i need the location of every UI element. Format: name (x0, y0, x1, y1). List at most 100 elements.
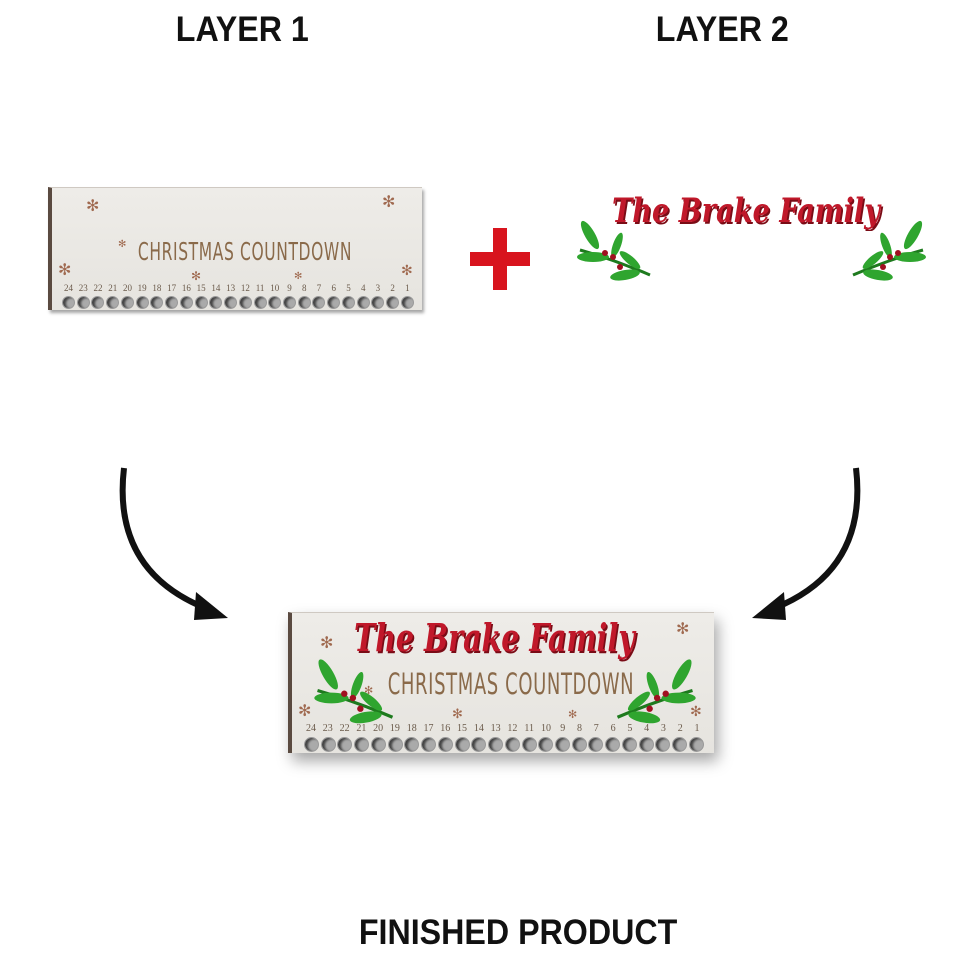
day-number: 15 (196, 283, 206, 293)
candy-hole (571, 737, 587, 752)
candy-hole (504, 737, 520, 752)
day-number: 12 (507, 723, 518, 734)
day-number: 3 (375, 283, 381, 293)
day-number: 5 (627, 723, 633, 734)
countdown-text: CHRISTMAS COUNTDOWN (387, 667, 635, 701)
candy-hole (341, 296, 355, 309)
day-number: 11 (524, 723, 534, 734)
candy-hole (688, 737, 704, 752)
day-number: 10 (270, 283, 280, 293)
day-number: 14 (473, 723, 484, 734)
candy-hole (150, 296, 164, 309)
candy-hole (555, 737, 571, 752)
snowflake-icon: ✻ (452, 707, 463, 722)
candy-hole (120, 296, 134, 309)
candy-hole (400, 296, 414, 309)
candy-hole (354, 737, 370, 752)
day-number: 23 (322, 723, 333, 734)
snowflake-icon: ✻ (676, 619, 690, 638)
candy-hole (165, 296, 179, 309)
layer-2-heading: LAYER 2 (655, 10, 789, 49)
candy-hole (194, 296, 208, 309)
candy-hole (538, 737, 554, 752)
day-number: 14 (211, 283, 221, 293)
candy-hole (268, 296, 282, 309)
day-number: 16 (181, 283, 191, 293)
snowflake-icon: ✻ (191, 269, 202, 283)
candy-hole (304, 737, 319, 752)
day-number: 16 (440, 723, 451, 734)
snowflake-icon: ✻ (568, 708, 578, 721)
candy-hole (253, 296, 267, 309)
candy-hole (297, 296, 311, 309)
candy-hole (76, 296, 90, 309)
candy-hole (320, 737, 336, 752)
day-number: 18 (152, 283, 162, 293)
mistletoe-sprig-icon (616, 659, 696, 724)
day-holes (304, 737, 704, 752)
layer-1-heading: LAYER 1 (175, 10, 309, 49)
day-number: 19 (389, 723, 400, 734)
snowflake-icon: ✻ (364, 684, 374, 697)
candy-hole (387, 737, 403, 752)
day-number: 8 (302, 283, 307, 293)
day-number: 9 (560, 723, 566, 734)
day-number: 6 (610, 723, 616, 734)
day-number: 1 (405, 283, 410, 293)
day-number: 13 (490, 723, 501, 734)
candy-hole (209, 296, 223, 309)
mistletoe-sprig-icon (852, 220, 926, 281)
snowflake-icon: ✻ (690, 704, 702, 720)
finished-product-heading: FINISHED PRODUCT (358, 913, 678, 952)
candy-hole (454, 737, 470, 752)
day-number: 2 (390, 283, 395, 293)
day-number: 1 (694, 723, 700, 734)
candy-hole (179, 296, 193, 309)
day-number: 24 (306, 723, 316, 734)
snowflake-icon: ✻ (86, 196, 100, 215)
day-number: 21 (108, 283, 118, 293)
day-number: 2 (677, 723, 683, 734)
candy-hole (106, 296, 120, 309)
candy-hole (224, 296, 238, 309)
day-number: 18 (406, 723, 417, 734)
candy-hole (621, 737, 637, 752)
mistletoe-sprig-icon (577, 220, 651, 281)
day-number: 6 (331, 283, 336, 293)
day-number: 17 (167, 283, 177, 293)
day-number: 11 (255, 283, 265, 293)
candy-hole (521, 737, 537, 752)
candy-hole (370, 737, 386, 752)
day-number: 17 (423, 723, 434, 734)
day-number: 12 (240, 283, 250, 293)
snowflake-icon: ✻ (58, 260, 72, 279)
candy-hole (91, 296, 105, 309)
candy-hole (471, 737, 487, 752)
candy-hole (62, 296, 75, 309)
snowflake-icon: ✻ (320, 633, 334, 652)
day-number: 8 (577, 723, 582, 734)
snowflake-icon: ✻ (382, 192, 396, 211)
finished-product-board: ✻ ✻ ✻ ✻ ✻ ✻ ✻ The Brake Family CHRISTMAS… (288, 612, 714, 753)
candy-hole (337, 737, 353, 752)
mistletoe-sprig-icon (314, 659, 394, 724)
candy-hole (488, 737, 504, 752)
snowflake-icon: ✻ (294, 271, 303, 282)
countdown-text: CHRISTMAS COUNTDOWN (137, 237, 353, 266)
day-number: 24 (64, 283, 73, 293)
day-number: 22 (93, 283, 103, 293)
candy-hole (371, 296, 385, 309)
day-number: 7 (593, 723, 599, 734)
day-number: 19 (137, 283, 147, 293)
day-number: 20 (373, 723, 384, 734)
day-number: 7 (316, 283, 322, 293)
candy-hole (327, 296, 341, 309)
family-name: The Brake Family (612, 191, 881, 231)
day-number: 15 (457, 723, 468, 734)
candy-hole (437, 737, 453, 752)
candy-hole (588, 737, 604, 752)
